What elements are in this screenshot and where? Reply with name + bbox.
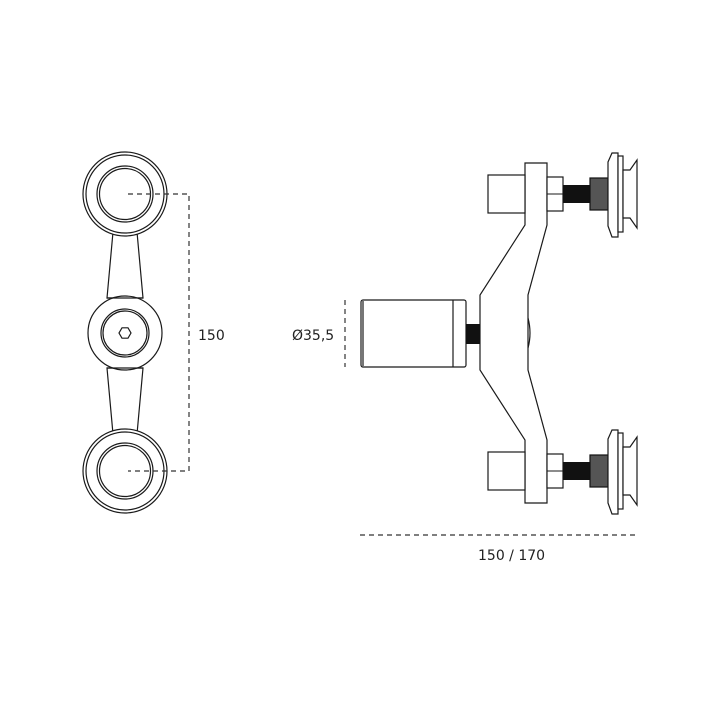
threaded-rod <box>466 324 480 344</box>
wall-cylinder <box>360 299 467 368</box>
glass-fitting-top <box>487 152 638 238</box>
glass-fitting-bottom <box>487 429 638 515</box>
dimension-label-length: 150 / 170 <box>478 548 546 564</box>
bottom-fitting <box>82 428 168 514</box>
dimension-label-diameter: Ø35,5 <box>292 328 335 344</box>
top-fitting <box>82 151 168 237</box>
spider-arm <box>479 162 548 504</box>
front-view <box>82 151 190 514</box>
dimension-line-150 <box>128 193 190 472</box>
upper-arm <box>106 231 144 299</box>
dimension-label-150: 150 <box>198 328 225 344</box>
hex-socket-icon <box>118 327 132 339</box>
lower-arm <box>106 367 144 435</box>
side-view <box>344 152 638 536</box>
